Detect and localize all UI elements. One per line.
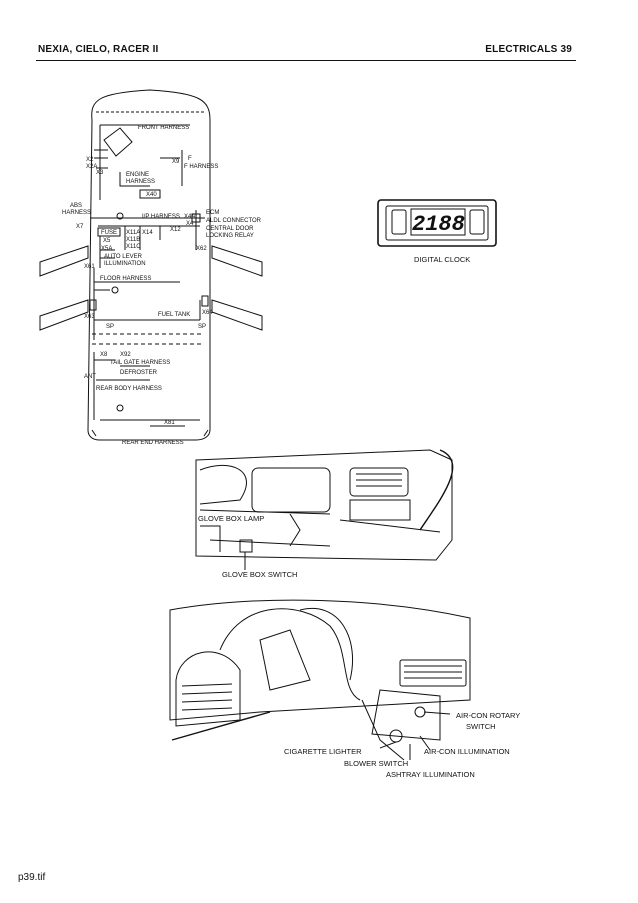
rear-right-door bbox=[211, 299, 263, 331]
label-ashtray-illumination: ASHTRAY ILLUMINATION bbox=[386, 770, 475, 779]
label-defroster: DEFROSTER bbox=[120, 370, 158, 376]
label-sp-right: SP bbox=[198, 324, 206, 330]
label-digital-clock: DIGITAL CLOCK bbox=[414, 255, 470, 264]
label-aircon-illumination: AIR-CON ILLUMINATION bbox=[424, 747, 510, 756]
label-ant: ANT bbox=[84, 374, 96, 380]
label-x2a: X2A bbox=[86, 164, 97, 170]
label-ip-harness: I/P HARNESS bbox=[142, 214, 180, 220]
label-aldl: ALDL CONNECTOR bbox=[206, 218, 262, 224]
label-aircon-rotary-switch: SWITCH bbox=[466, 722, 496, 731]
header-rule bbox=[36, 60, 576, 61]
label-x92: X92 bbox=[120, 352, 131, 358]
label-x40: X40 bbox=[146, 192, 157, 198]
page-header-section: ELECTRICALS 39 bbox=[485, 44, 572, 55]
label-sp-left: SP bbox=[106, 324, 114, 330]
label-x14: X14 bbox=[142, 230, 153, 236]
label-floor-harness: FLOOR HARNESS bbox=[100, 276, 151, 282]
label-glove-box-lamp: GLOVE BOX LAMP bbox=[198, 514, 264, 523]
floor-diagram-labels: FRONT HARNESS X2 X2A X3 X9 F F HARNESS E… bbox=[62, 125, 262, 446]
label-abs: ABS bbox=[70, 203, 82, 209]
page-header-title: NEXIA, CIELO, RACER II bbox=[38, 44, 159, 55]
label-glove-box-switch: GLOVE BOX SWITCH bbox=[222, 570, 297, 579]
label-fuel-tank: FUEL TANK bbox=[158, 312, 190, 318]
label-x4a: X4A bbox=[184, 214, 195, 220]
clock-display-digits: 2188 bbox=[412, 212, 465, 237]
label-x5: X5 bbox=[103, 238, 111, 244]
label-blower-switch: BLOWER SWITCH bbox=[344, 759, 408, 768]
front-right-door bbox=[211, 245, 263, 277]
label-x11c: X11C bbox=[126, 244, 141, 250]
label-f: F bbox=[188, 156, 192, 162]
label-x63: X63 bbox=[84, 314, 95, 320]
label-x5a: X5A bbox=[101, 246, 112, 252]
label-auto-lever: AUTO LEVER bbox=[104, 254, 143, 260]
label-x62: X62 bbox=[196, 246, 207, 252]
label-tail-gate: TAIL GATE HARNESS bbox=[110, 360, 170, 366]
glovebox-illustration bbox=[195, 449, 454, 561]
label-f-harness: F HARNESS bbox=[184, 164, 218, 170]
digital-clock-illustration bbox=[377, 199, 497, 247]
label-x12: X12 bbox=[170, 227, 181, 233]
label-x11b: X11B bbox=[126, 237, 140, 243]
label-x7: X7 bbox=[76, 224, 84, 230]
rear-left-door bbox=[39, 299, 89, 331]
label-x61: X61 bbox=[84, 264, 95, 270]
label-aircon-rotary: AIR-CON ROTARY bbox=[456, 711, 520, 720]
car-body-outline bbox=[87, 89, 211, 441]
label-front-harness: FRONT HARNESS bbox=[138, 125, 189, 131]
label-fuse: FUSE bbox=[101, 230, 117, 236]
label-illumination: ILLUMINATION bbox=[104, 261, 146, 267]
label-x81: X81 bbox=[164, 420, 175, 426]
dashboard-illustration bbox=[169, 599, 471, 761]
label-x3: X3 bbox=[96, 170, 104, 176]
label-x64: X64 bbox=[202, 310, 213, 316]
label-x9: X9 bbox=[172, 159, 180, 165]
label-x2: X2 bbox=[86, 157, 94, 163]
footer-filename: p39.tif bbox=[18, 872, 46, 883]
label-cigarette-lighter: CIGARETTE LIGHTER bbox=[284, 747, 362, 756]
label-abs-harness: HARNESS bbox=[62, 210, 91, 216]
label-rear-body: REAR BODY HARNESS bbox=[96, 386, 162, 392]
label-rear-end: REAR END HARNESS bbox=[122, 440, 184, 446]
label-engine-harness: HARNESS bbox=[126, 179, 155, 185]
harness-floor-diagram bbox=[39, 89, 263, 441]
label-central-door: CENTRAL DOOR bbox=[206, 226, 254, 232]
label-x11a: X11A bbox=[126, 230, 140, 236]
label-x8: X8 bbox=[100, 352, 108, 358]
label-engine: ENGINE bbox=[126, 172, 149, 178]
front-left-door bbox=[39, 245, 89, 277]
label-x4: X4 bbox=[186, 221, 194, 227]
label-locking-relay: LOCKING RELAY bbox=[206, 233, 254, 239]
label-ecm: ECM bbox=[206, 210, 219, 216]
